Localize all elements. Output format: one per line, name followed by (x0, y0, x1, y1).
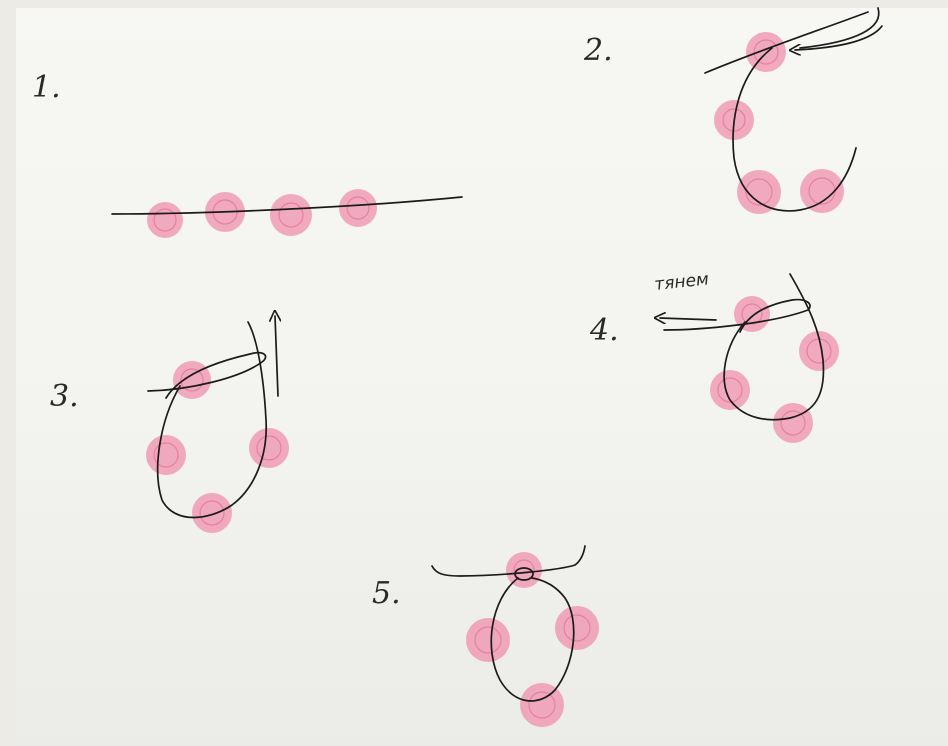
bead-ring (717, 377, 743, 403)
bead-ring (153, 208, 177, 232)
knot (514, 567, 534, 581)
bead (173, 361, 211, 399)
bead (555, 606, 599, 650)
bead-ring (741, 303, 763, 325)
bead-ring (199, 500, 225, 526)
step-2: 2. (583, 7, 883, 214)
bead-ring (278, 202, 304, 228)
bead-ring (180, 368, 204, 392)
wire (732, 47, 857, 212)
bead (506, 552, 542, 588)
wire (799, 7, 880, 49)
bead-ring (346, 196, 370, 220)
step-1: 1. (32, 70, 463, 238)
bead (800, 169, 844, 213)
bead (339, 189, 377, 227)
bead (737, 170, 781, 214)
bead (746, 32, 786, 72)
wire (723, 273, 825, 421)
bead-ring (528, 691, 556, 719)
bead (520, 683, 564, 727)
wire (111, 196, 463, 215)
bead-ring (563, 614, 591, 642)
up-arrow (275, 316, 278, 397)
wire (431, 545, 586, 577)
bead (192, 493, 232, 533)
pull-note: тянем (653, 269, 709, 295)
step-5-number: 5. (372, 576, 401, 611)
left-arrow (660, 318, 717, 320)
wire (490, 577, 575, 702)
bead (147, 202, 183, 238)
step-3: 3. (50, 316, 289, 533)
wire (704, 11, 869, 74)
step-4: 4. тянем (589, 269, 839, 443)
bead-ring (753, 39, 779, 65)
bead (773, 403, 813, 443)
arrow (795, 25, 883, 50)
bead (146, 435, 186, 475)
step-1-number: 1. (32, 70, 61, 105)
bead (270, 194, 312, 236)
step-2-number: 2. (583, 33, 613, 68)
bead (710, 370, 750, 410)
bead-ring (256, 435, 282, 461)
wire (147, 351, 267, 399)
wire (156, 321, 268, 519)
bead-ring (153, 442, 179, 468)
step-4-number: 4. (589, 313, 619, 348)
bead-ring (780, 410, 806, 436)
bead-ring (745, 178, 773, 206)
bead-ring (474, 626, 502, 654)
wire (663, 298, 811, 333)
step-5: 5. (372, 545, 599, 727)
bead (249, 428, 289, 468)
bead (466, 618, 510, 662)
bead (799, 331, 839, 371)
step-3-number: 3. (50, 379, 79, 414)
bead (734, 296, 770, 332)
